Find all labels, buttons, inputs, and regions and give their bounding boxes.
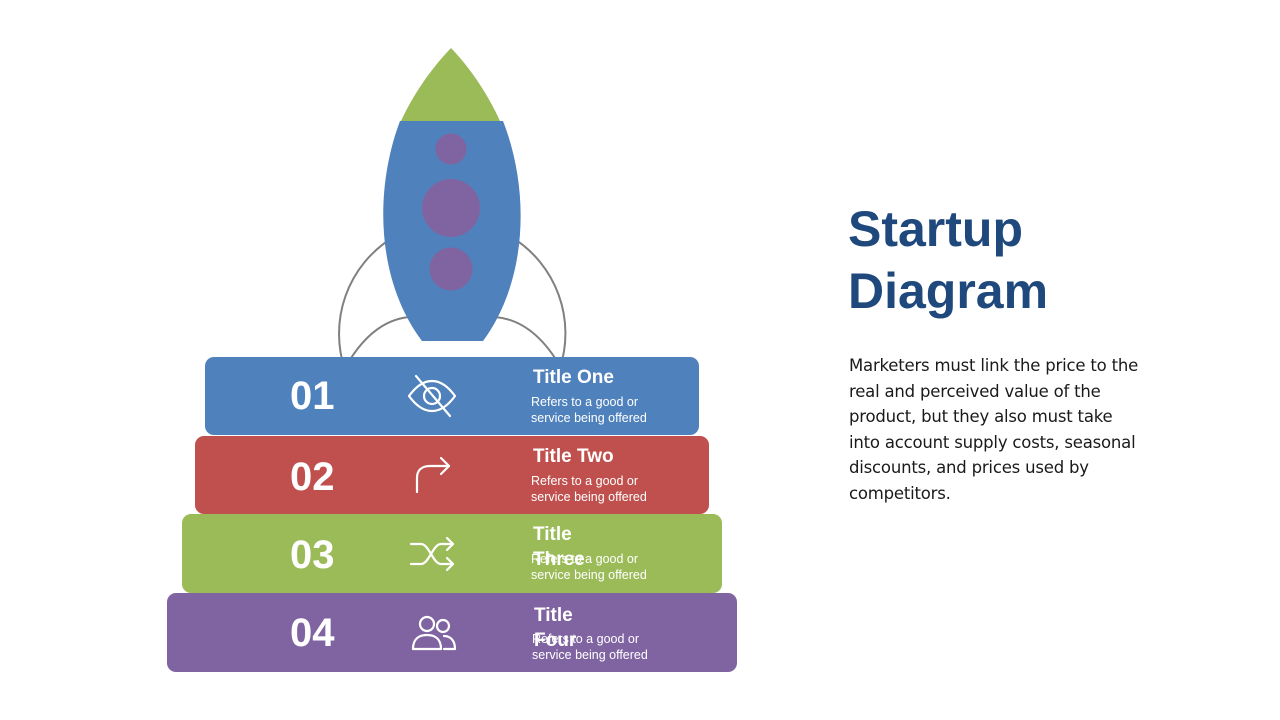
step-number: 03: [290, 533, 335, 577]
step-description: Refers to a good or service being offere…: [532, 632, 648, 662]
slide-body-text: Marketers must link the price to the rea…: [849, 356, 1139, 503]
step-title: Title Three: [533, 524, 585, 570]
rocket-window-large: [422, 179, 480, 237]
step-bar-02: 02 Title Two Refers to a good or service…: [195, 436, 709, 514]
step-description: Refers to a good or service being offere…: [531, 552, 647, 582]
step-number: 02: [290, 455, 335, 499]
step-bar-03: 03 Title Three Refers to a good or servi…: [182, 514, 722, 593]
step-bar-01: 01 Title One Refers to a good or service…: [205, 357, 699, 435]
rocket-nose-cone: [401, 48, 500, 121]
step-description: Refers to a good or service being offere…: [531, 395, 647, 425]
shuffle-icon: [407, 530, 459, 578]
rocket-window-small: [435, 133, 467, 165]
rocket-window-medium: [429, 247, 473, 291]
step-number: 01: [290, 374, 335, 418]
step-title: Title Four: [534, 605, 577, 651]
slide-heading: Startup Diagram: [848, 201, 1049, 319]
step-number: 04: [290, 611, 335, 655]
step-description: Refers to a good or service being offere…: [531, 474, 647, 504]
step-title: Title Two: [533, 446, 614, 467]
step-title: Title One: [533, 367, 614, 388]
eye-slash-icon: [406, 372, 458, 420]
users-icon: [408, 609, 460, 657]
step-bar-04: 04 Title Four Refers to a good or servic…: [167, 593, 737, 672]
turn-right-arrow-icon: [407, 452, 459, 500]
